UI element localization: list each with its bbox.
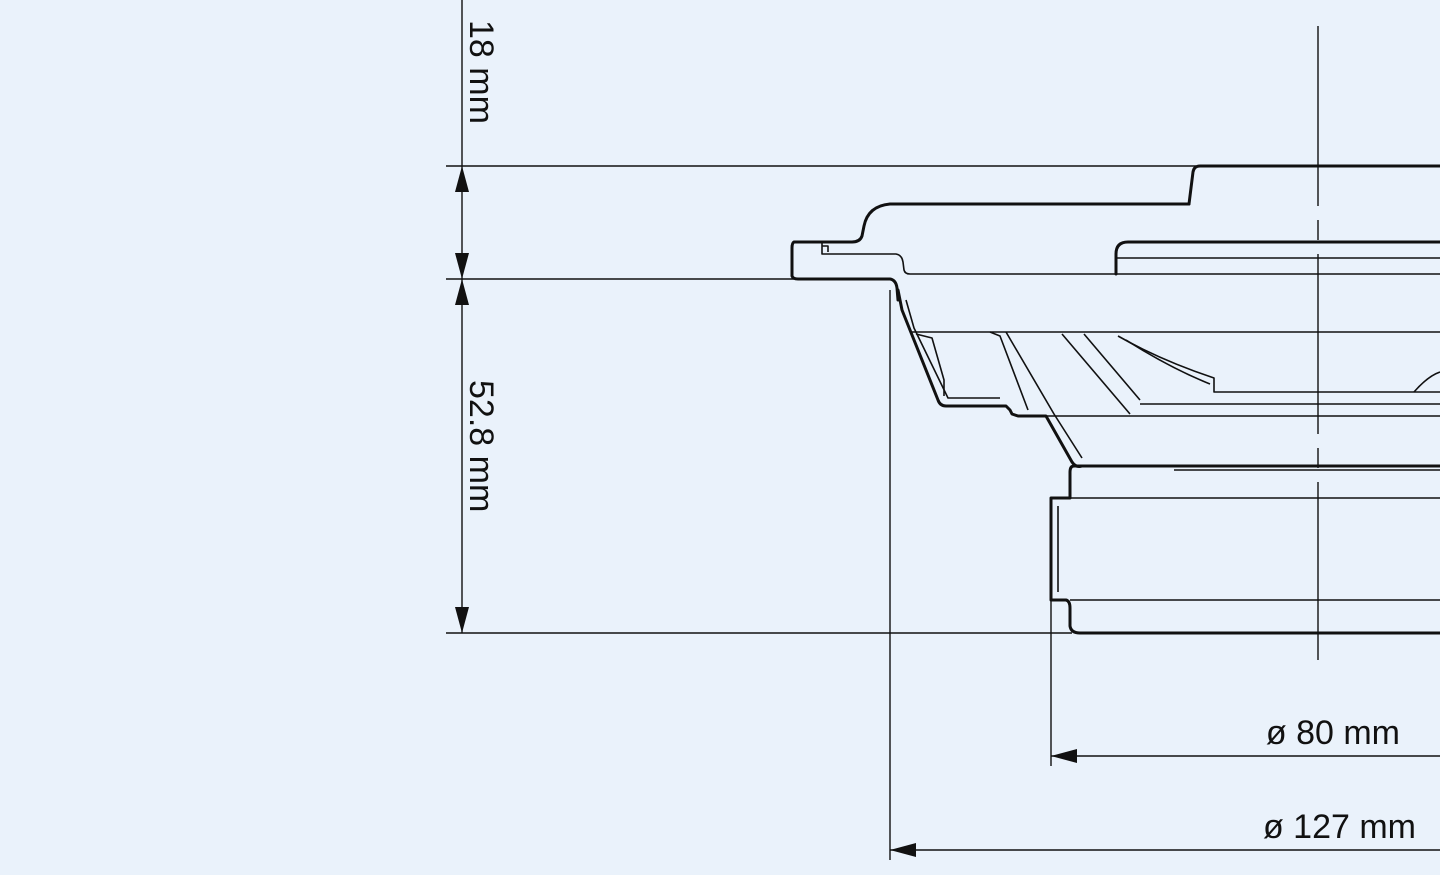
arrow-down-icon: [455, 607, 469, 633]
dimension-18mm: 18 mm: [455, 20, 500, 279]
magnet-top-plate: [1049, 464, 1440, 635]
dimension-127mm: ø 127 mm: [890, 808, 1440, 857]
basket-inner-2: [915, 333, 945, 396]
arrow-up-icon: [455, 279, 469, 305]
grille-shell: [790, 202, 1191, 302]
basket-rib-1: [989, 331, 1029, 411]
arrow-down-icon: [455, 253, 469, 279]
basket-rib-4: [1083, 333, 1141, 401]
basket-inner-1: [905, 299, 1000, 399]
dust-cap-edge: [1413, 371, 1440, 393]
flange-inner-line: [822, 245, 829, 252]
arrow-left-icon: [1051, 749, 1077, 763]
cone-curve-2: [1125, 339, 1211, 385]
arrow-up-icon: [455, 166, 469, 192]
dimension-label-127mm: ø 127 mm: [1263, 808, 1416, 846]
dimension-52-8mm: 52.8 mm: [455, 279, 500, 633]
dimension-label-52-8mm: 52.8 mm: [462, 380, 500, 512]
grille-ring: [1114, 240, 1440, 276]
basket-rib-3: [1061, 333, 1131, 415]
extension-lines: [446, 0, 1196, 860]
basket-rib-2: [1005, 331, 1083, 459]
arrow-left-icon: [890, 843, 916, 857]
dimension-80mm: ø 80 mm: [1051, 714, 1440, 763]
dimension-label-18mm: 18 mm: [462, 20, 500, 124]
grille-cap: [1187, 164, 1440, 206]
flange-inner-step: [812, 241, 1440, 275]
speaker-profile: [790, 164, 1440, 635]
dimension-label-80mm: ø 80 mm: [1266, 714, 1400, 752]
